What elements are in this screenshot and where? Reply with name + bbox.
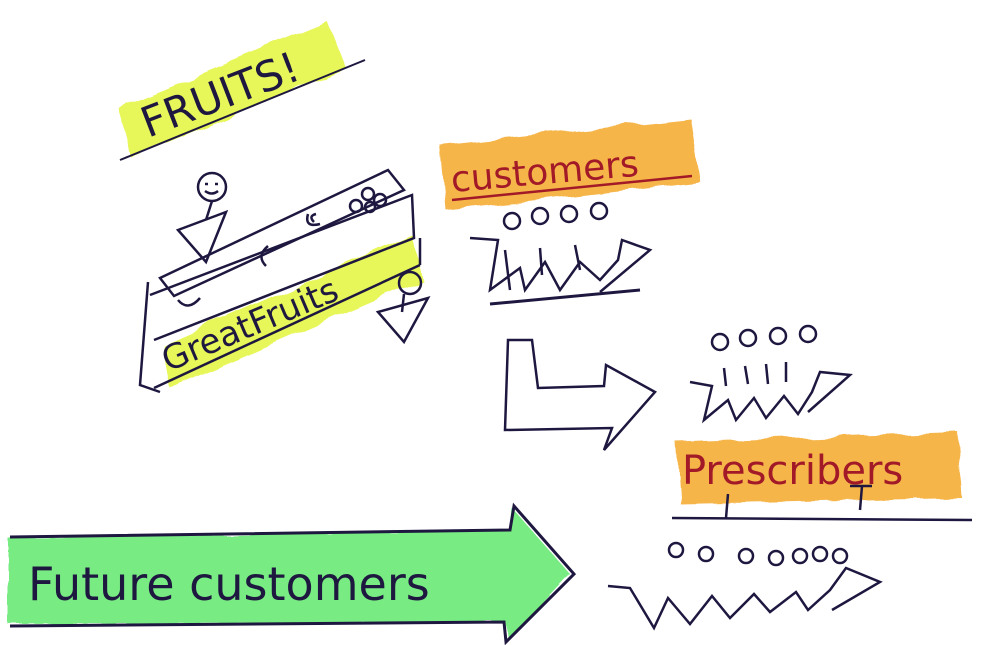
future-customers-arrow: Future customers	[8, 502, 577, 645]
future-customers-highlight	[8, 508, 570, 640]
elbow-arrow-icon	[503, 338, 657, 451]
fruits-highlight	[118, 22, 346, 158]
customers-highlight	[440, 118, 700, 210]
prescribers-label: Prescribers	[682, 448, 903, 494]
walking-figure-icon	[375, 270, 431, 345]
fruit-icons	[177, 186, 388, 307]
prescribers-highlight	[676, 432, 962, 504]
fruits-title: FRUITS!	[118, 22, 366, 161]
future-customers-label: Future customers	[28, 557, 430, 611]
customers-title: customers	[440, 118, 700, 210]
prescribers-title: Prescribers	[671, 432, 973, 522]
prescribers-crowd-icon	[689, 324, 853, 424]
fruits-underline	[119, 59, 366, 161]
fruits-label: FRUITS!	[134, 42, 306, 147]
customers-crowd-icon	[469, 201, 653, 306]
great-fruits-stall: GreatFruits	[138, 168, 422, 394]
great-fruits-highlight	[162, 235, 422, 388]
vendor-figure-icon	[175, 171, 229, 265]
future-customers-crowd-icon	[607, 541, 883, 631]
